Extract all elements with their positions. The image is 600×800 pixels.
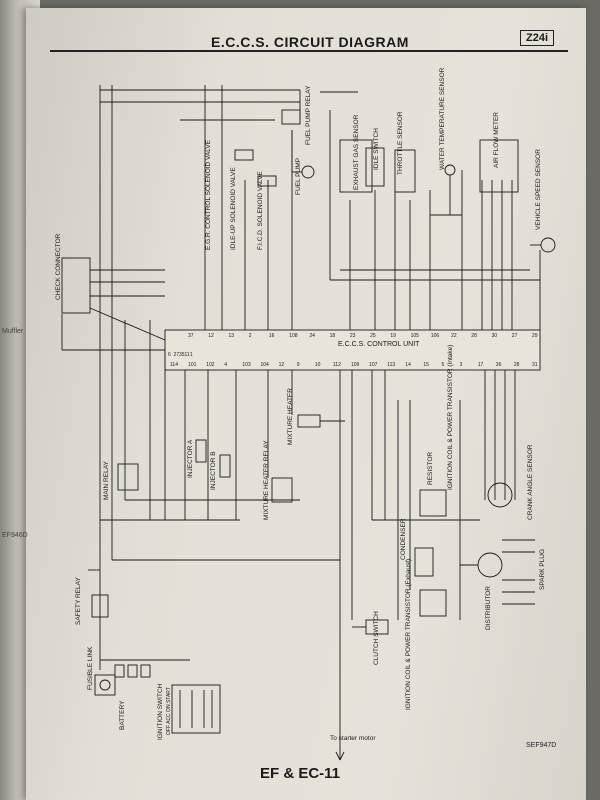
label-injector-a: INJECTOR A	[187, 439, 194, 478]
cu-top-pin: 25	[370, 333, 376, 339]
cu-bottom-pin: 12	[279, 362, 285, 368]
label-fuel-pump-relay: FUEL PUMP RELAY	[305, 85, 312, 145]
label-clutch-switch: CLUTCH SWITCH	[373, 611, 380, 665]
cu-bottom-pin: 9	[297, 362, 300, 368]
cu-top-pin: 13	[229, 333, 235, 339]
label-resistor: RESISTOR	[427, 452, 434, 485]
cu-bottom-pin: 4	[224, 362, 227, 368]
cu-bottom-pin: 101	[188, 362, 197, 368]
label-exhaust-gas-sensor: EXHAUST GAS SENSOR	[353, 114, 360, 190]
cu-top-pin: 106	[431, 333, 440, 339]
label-crank-angle-sensor: CRANK ANGLE SENSOR	[527, 444, 534, 520]
label-spark-plug: SPARK PLUG	[539, 549, 546, 590]
cu-top-pin: 105	[411, 333, 420, 339]
label-mixture-heater: MIXTURE HEATER	[287, 388, 294, 445]
cu-bottom-pin: 114	[170, 362, 178, 368]
cu-top-pin: 19	[390, 333, 396, 339]
cu-bottom-pin: 112	[333, 362, 341, 368]
label-idle-up-valve: IDLE-UP SOLENOID VALVE	[230, 167, 237, 250]
cu-top-pin: 37	[188, 333, 194, 339]
control-unit-top-pins: 37 12 13 2 16 108 24 18 23 25 19 105 106 22 28 30 27 29	[188, 333, 538, 339]
cu-bottom-pin: 14	[405, 362, 411, 368]
cu-bottom-pin: 15	[423, 362, 429, 368]
cu-top-pin: 108	[289, 333, 298, 339]
control-unit-box	[164, 329, 541, 371]
label-mixture-heater-relay: MIXTURE HEATER RELAY	[263, 440, 270, 520]
label-ign-coil-intake: IGNITION COIL & POWER TRANSISTOR (Intake…	[447, 345, 454, 490]
label-egr-valve: E.G.R. CONTROL SOLENOID VALVE	[205, 139, 212, 250]
cu-bottom-pin: 10	[315, 362, 321, 368]
cu-top-pin: 12	[208, 333, 214, 339]
cu-bottom-pin: 17	[478, 362, 484, 368]
cu-bottom-pin: 113	[387, 362, 395, 368]
cu-top-pin: 16	[269, 333, 275, 339]
cu-bottom-pin: 107	[369, 362, 378, 368]
cu-left-pin: 11	[185, 352, 190, 358]
label-safety-relay: SAFETY RELAY	[75, 577, 82, 625]
label-ign-coil-exhaust: IGNITION COIL & POWER TRANSISTOR (Exhaus…	[405, 559, 412, 710]
page-title: E.C.C.S. CIRCUIT DIAGRAM	[211, 34, 409, 50]
cu-top-pin: 23	[350, 333, 356, 339]
cu-left-pin: 27	[174, 352, 180, 358]
label-water-temp-sensor: WATER TEMPERATURE SENSOR	[439, 67, 446, 170]
control-unit-label: E.C.C.S. CONTROL UNIT	[338, 341, 420, 348]
label-vehicle-speed-sensor: VEHICLE SPEED SENSOR	[535, 149, 542, 230]
cu-bottom-pin: 109	[351, 362, 360, 368]
cu-bottom-pin: 31	[532, 362, 538, 368]
label-injector-b: INJECTOR B	[210, 451, 217, 490]
label-fuel-pump: FUEL PUMP	[295, 158, 302, 195]
side-note-muffler: Muffler	[2, 328, 24, 335]
page-number: EF & EC-11	[259, 765, 341, 782]
cu-bottom-pin: 36	[496, 362, 502, 368]
cu-bottom-pin: 28	[514, 362, 520, 368]
side-note-code: EF946D	[2, 532, 28, 539]
label-condenser: CONDENSER	[400, 518, 407, 560]
label-battery: BATTERY	[119, 700, 126, 730]
label-distributor: DISTRIBUTOR	[485, 586, 492, 630]
label-main-relay: MAIN RELAY	[103, 460, 110, 500]
cu-bottom-pin: 104	[261, 362, 270, 368]
label-ignition-positions: OFF ACC ON START	[166, 687, 172, 735]
label-to-starter: To starter motor	[330, 735, 376, 742]
figure-ref-code: SEF947D	[526, 742, 557, 749]
cu-bottom-pin: 102	[206, 362, 215, 368]
cu-top-pin: 24	[309, 333, 315, 339]
cu-left-pin: 6	[168, 352, 171, 358]
cu-top-pin: 18	[330, 333, 336, 339]
header-rule	[50, 50, 568, 52]
cu-top-pin: 30	[492, 333, 498, 339]
cu-top-pin: 28	[471, 333, 477, 339]
cu-bottom-pin: 3	[460, 362, 463, 368]
cu-top-pin: 2	[249, 333, 252, 339]
model-tag: Z24i	[520, 30, 555, 46]
cu-top-pin: 22	[451, 333, 457, 339]
label-fusible-link: FUSIBLE LINK	[87, 646, 94, 690]
cu-bottom-pin: 103	[242, 362, 251, 368]
cu-top-pin: 29	[532, 333, 538, 339]
cu-top-pin: 27	[512, 333, 518, 339]
cu-bottom-pin: 5	[442, 362, 445, 368]
label-throttle-sensor: THROTTLE SENSOR	[397, 111, 404, 175]
cu-left-pin: 1	[190, 352, 193, 358]
label-idle-switch: IDLE SWITCH	[373, 128, 380, 170]
cu-left-pin: 35	[179, 352, 185, 358]
label-check-connector: CHECK CONNECTOR	[55, 233, 62, 300]
label-air-flow-meter: AIR FLOW METER	[493, 112, 500, 168]
label-ficd-valve: F.I.C.D. SOLENOID VALVE	[257, 170, 264, 250]
label-ignition-switch: IGNITION SWITCH	[157, 683, 164, 740]
